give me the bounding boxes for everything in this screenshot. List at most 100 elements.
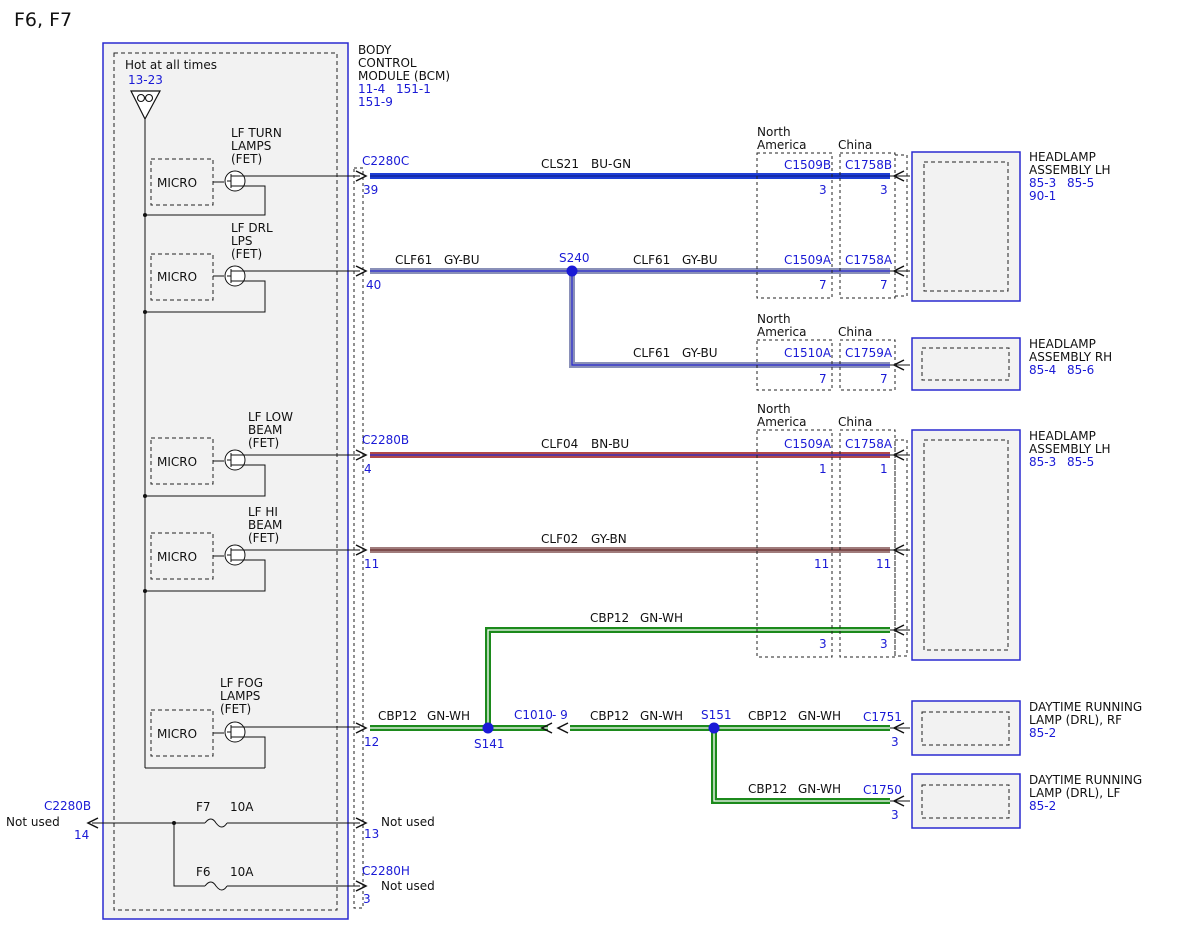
page-title: F6, F7 — [14, 9, 72, 31]
connector-c1758a-top: C1758A — [845, 253, 893, 267]
pin-3-c1750: 3 — [891, 808, 899, 822]
circuit-label-fog-3: (FET) — [220, 702, 251, 716]
connector-c1758b: C1758B — [845, 158, 892, 172]
fet-block-low: MICRO — [143, 437, 360, 498]
splice-s151-label: S151 — [701, 708, 732, 722]
connector-c1010: C1010 — [514, 708, 553, 722]
connector-c2280b-left: C2280B — [44, 799, 91, 813]
pin-14: 14 — [74, 828, 89, 842]
pin-1-cn-4: 1 — [880, 462, 888, 476]
component-headlamp-lh-bottom — [911, 429, 1021, 661]
wire-label-cbp12-up-color: GN-WH — [640, 611, 683, 625]
pin-40: 40 — [366, 278, 381, 292]
pin-3-na-1: 3 — [819, 183, 827, 197]
circuit-label-fog-1: LF FOG — [220, 676, 263, 690]
bcm-power-label: Hot at all times — [125, 58, 217, 72]
pin-1-na-4: 1 — [819, 462, 827, 476]
connector-c1758a-low: C1758A — [845, 437, 893, 451]
drl-lf-line2: LAMP (DRL), LF — [1029, 786, 1121, 800]
connector-c1509a-top: C1509A — [784, 253, 832, 267]
fet-block-turn: MICRO — [143, 158, 360, 217]
wire-label-cbp12-rf-circuit: CBP12 — [748, 709, 787, 723]
bcm-name-line-1: BODY — [358, 43, 392, 57]
fet-block-fog: MICRO — [150, 709, 360, 768]
circuit-label-low-3: (FET) — [248, 436, 279, 450]
wire-label-cls21-circuit: CLS21 — [541, 157, 579, 171]
wire-label-cls21-color: BU-GN — [591, 157, 631, 171]
region-na-2-line1: North — [757, 312, 791, 326]
connector-c2280h: C2280H — [362, 864, 410, 878]
circuit-label-drl-1: LF DRL — [231, 221, 273, 235]
headlamp-rh-line2: ASSEMBLY RH — [1029, 350, 1112, 364]
wire-label-clf61-a-circuit: CLF61 — [395, 253, 432, 267]
not-used-13: Not used — [381, 815, 435, 829]
bcm-power-ref: 13-23 — [128, 73, 163, 87]
wire-label-cbp12-mid-circuit: CBP12 — [590, 709, 629, 723]
splices — [482, 265, 720, 734]
micro-label: MICRO — [157, 727, 197, 741]
headlamp-lh-bottom-ref1: 85-3 — [1029, 455, 1056, 469]
drl-rf-ref: 85-2 — [1029, 726, 1056, 740]
region-na-3-line2: America — [757, 415, 807, 429]
drl-rf-line1: DAYTIME RUNNING — [1029, 700, 1142, 714]
circuit-label-turn-2: LAMPS — [231, 139, 271, 153]
not-used-3: Not used — [381, 879, 435, 893]
drl-lf-line1: DAYTIME RUNNING — [1029, 773, 1142, 787]
pin-7-na-3: 7 — [819, 372, 827, 386]
pin-3-na-6: 3 — [819, 637, 827, 651]
circuit-label-turn-1: LF TURN — [231, 126, 282, 140]
pin-11-bcm: 11 — [364, 557, 379, 571]
wire-label-cbp12-mid-color: GN-WH — [640, 709, 683, 723]
wire-label-clf04-color: BN-BU — [591, 437, 629, 451]
wire-clf61-b — [569, 271, 890, 368]
bcm-module: BODY CONTROL MODULE (BCM) 11-4 151-1 151… — [92, 42, 450, 920]
circuit-label-drl-2: LPS — [231, 234, 253, 248]
pin-3-bcm: 3 — [363, 892, 371, 906]
wire-label-cbp12-bcm-color: GN-WH — [427, 709, 470, 723]
circuit-label-hi-2: BEAM — [248, 518, 282, 532]
connector-c1751: C1751 — [863, 710, 902, 724]
fuse-f6: F6 10A — [173, 823, 360, 891]
headlamp-rh-line1: HEADLAMP — [1029, 337, 1096, 351]
headlamp-rh-ref1: 85-4 — [1029, 363, 1056, 377]
pin-3-c1751: 3 — [891, 735, 899, 749]
wire-label-clf04-circuit: CLF04 — [541, 437, 578, 451]
connector-c1759a: C1759A — [845, 346, 893, 360]
drl-lf-ref: 85-2 — [1029, 799, 1056, 813]
bcm-inner-dashed-box — [113, 52, 338, 911]
bcm-name-line-2: CONTROL — [358, 56, 417, 70]
region-china-1: China — [838, 138, 872, 152]
wire-label-cbp12-lf-color: GN-WH — [798, 782, 841, 796]
drl-rf-line2: LAMP (DRL), RF — [1029, 713, 1122, 727]
region-china-3: China — [838, 415, 872, 429]
wire-label-cbp12-bcm-circuit: CBP12 — [378, 709, 417, 723]
not-used-left: Not used — [6, 815, 60, 829]
headlamp-rh-ref2: 85-6 — [1067, 363, 1094, 377]
micro-label: MICRO — [157, 176, 197, 190]
splice-s151-dot — [708, 722, 720, 734]
region-china-2: China — [838, 325, 872, 339]
region-na-1-line1: North — [757, 125, 791, 139]
circuit-label-drl-3: (FET) — [231, 247, 262, 261]
headlamp-lh-top-ref3: 90-1 — [1029, 189, 1056, 203]
headlamp-lh-top-ref2: 85-5 — [1067, 176, 1094, 190]
circuit-label-hi-3: (FET) — [248, 531, 279, 545]
bcm-outer-box — [102, 42, 349, 920]
component-headlamp-rh — [911, 337, 1021, 391]
region-na-1-line2: America — [757, 138, 807, 152]
connector-c1509a-low: C1509A — [784, 437, 832, 451]
circuit-label-fog-2: LAMPS — [220, 689, 260, 703]
wire-label-clf61-b-color: GY-BU — [682, 253, 718, 267]
splice-s141-dot — [482, 722, 494, 734]
pin-7-na-2: 7 — [819, 278, 827, 292]
fuse-f6-name: F6 — [196, 865, 211, 879]
connector-c1750: C1750 — [863, 783, 902, 797]
fet-block-hi: MICRO — [143, 532, 360, 593]
pin-4: 4 — [364, 462, 372, 476]
fet-block-drl: MICRO — [143, 253, 360, 314]
region-na-3-line1: North — [757, 402, 791, 416]
wires — [370, 173, 890, 804]
headlamp-lh-bottom-ref2: 85-5 — [1067, 455, 1094, 469]
bcm-ref-151-9: 151-9 — [358, 95, 393, 109]
